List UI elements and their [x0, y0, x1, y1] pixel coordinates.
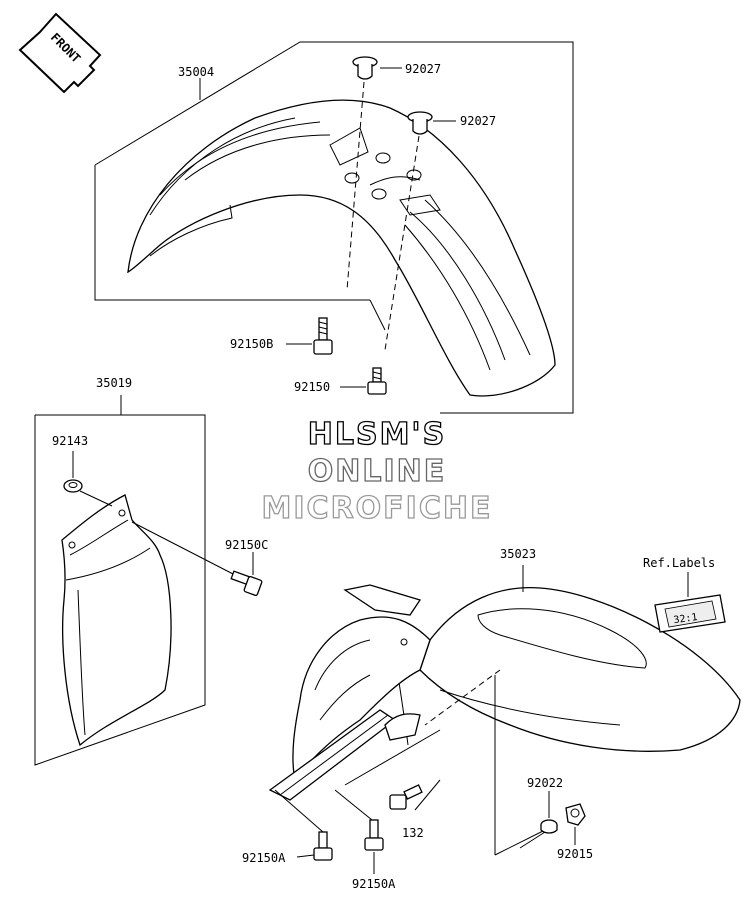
part-label-92027-a: 92027 [405, 62, 441, 76]
watermark: HLSM'S ONLINE MICROFICHE [261, 416, 493, 526]
front-fender [127, 99, 556, 397]
ref-label-sticker: 32:1 [654, 572, 726, 633]
watermark-line-1: HLSM'S [308, 417, 446, 452]
side-cover [61, 494, 172, 747]
grommet-92027-b [384, 111, 456, 351]
front-arrow: FRONT [18, 12, 102, 94]
bolt-92150A-1 [274, 789, 333, 861]
bolt-92150C [131, 521, 263, 596]
part-label-92015: 92015 [557, 847, 593, 861]
part-label-92150A-1: 92150A [242, 851, 286, 865]
bolt-92150B [286, 317, 333, 355]
part-label-92150A-2: 92150A [352, 877, 396, 891]
part-label-35019: 35019 [96, 376, 132, 390]
bolt-92150A-2 [334, 789, 384, 874]
part-label-35023: 35023 [500, 547, 536, 561]
part-label-92150: 92150 [294, 380, 330, 394]
nut-92015 [565, 803, 586, 845]
watermark-line-3: MICROFICHE [262, 491, 493, 526]
part-label-35004: 35004 [178, 65, 214, 79]
part-label-92022: 92022 [527, 776, 563, 790]
ref-label-sticker-text: 32:1 [673, 612, 698, 626]
rear-fender [268, 565, 741, 856]
ref-labels-title: Ref.Labels [643, 556, 715, 570]
side-cover-group [34, 395, 206, 766]
part-label-92150B: 92150B [230, 337, 273, 351]
bolt-92150 [340, 367, 387, 395]
front-fender-group [94, 41, 574, 414]
part-label-92150C: 92150C [225, 538, 268, 552]
part-label-132: 132 [402, 826, 424, 840]
part-label-92143: 92143 [52, 434, 88, 448]
grommet-92027-a [346, 56, 402, 291]
watermark-line-2: ONLINE [308, 454, 447, 489]
part-label-92027-b: 92027 [460, 114, 496, 128]
washer-92143 [63, 451, 113, 507]
washer-92022 [540, 791, 558, 834]
bolt-132 [344, 729, 441, 811]
